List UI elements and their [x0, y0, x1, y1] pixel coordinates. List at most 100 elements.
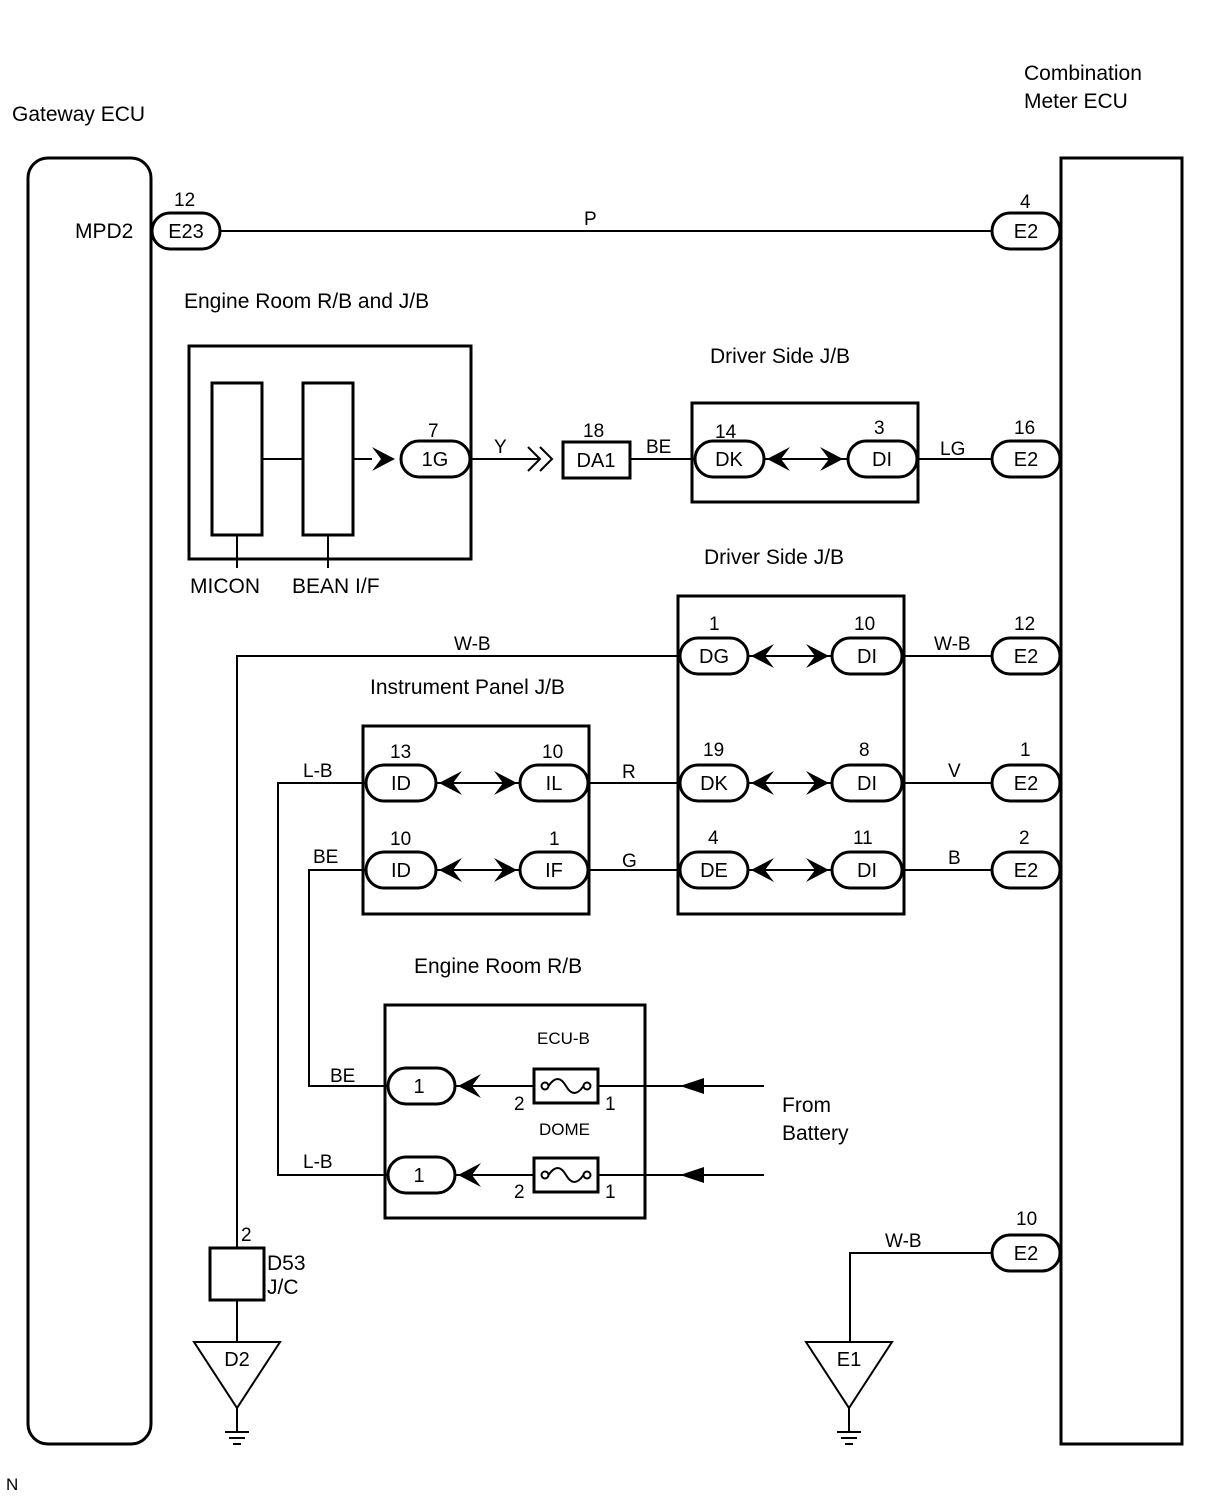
fuse-dome-terminal-right [582, 1170, 592, 1180]
connector-e2-p-pin: 4 [1020, 192, 1031, 213]
connector-1g [399, 439, 472, 479]
wire-be-rb [308, 869, 388, 1087]
wire-label-p: P [584, 209, 597, 230]
wire-label-r: R [622, 762, 636, 783]
ground-d2-triangle [192, 1341, 282, 1410]
connector-il-pin: 10 [542, 742, 563, 763]
wire-label-be-top: BE [646, 437, 671, 458]
connector-e2-b [990, 850, 1062, 890]
connector-e2-b-name: E2 [1014, 860, 1038, 882]
fuse-ecu-b-element [547, 1078, 585, 1094]
connector-il [518, 763, 590, 803]
combination-meter-label-line2: Meter ECU [1024, 90, 1128, 113]
connector-di-wb [830, 636, 904, 676]
connector-e23 [150, 211, 222, 251]
connector-di-top-name: DI [872, 449, 892, 471]
connector-e2-v [990, 763, 1062, 803]
arrow-il [494, 771, 517, 795]
from-battery-label-line1: From [782, 1094, 831, 1117]
arrow-id-1 [439, 771, 462, 795]
fuse-ecu-b [532, 1067, 600, 1105]
connector-e2-ground-pin: 10 [1016, 1209, 1037, 1230]
driver-side-jb-top-box [690, 401, 920, 504]
connector-arrows [372, 446, 843, 1187]
ground-d2 [192, 1341, 282, 1445]
connector-dk-top [693, 439, 766, 479]
connector-dk-mid-pin: 19 [703, 740, 724, 761]
connector-e2-lg [990, 439, 1062, 479]
driver-side-jb-label-main: Driver Side J/B [704, 546, 844, 569]
connector-di-b-name: DI [857, 860, 877, 882]
connector-dk-mid [678, 763, 750, 803]
connector-da1-pin: 18 [583, 421, 604, 442]
connector-e23-pin: 12 [174, 190, 195, 211]
connector-e2-wb-pin: 12 [1014, 614, 1035, 635]
wire-label-lg: LG [940, 439, 965, 460]
arrow-de [751, 858, 774, 882]
engine-room-rb-box [383, 1003, 647, 1220]
ground-d2-label: D2 [224, 1349, 250, 1371]
d53-label: D53 [267, 1252, 306, 1275]
connector-id-2 [364, 850, 438, 890]
fuse-ecu-b-body [532, 1067, 600, 1105]
micon-block [210, 381, 264, 537]
fuse-ecu-b-pin-left: 2 [514, 1094, 525, 1115]
connector-id-2-pin: 10 [390, 829, 411, 850]
wire-label-y: Y [494, 437, 507, 458]
wire-label-v: V [948, 761, 961, 782]
wire-wb-ground [849, 1252, 992, 1342]
micon-label: MICON [190, 575, 260, 598]
ground-e1 [804, 1341, 894, 1445]
instrument-panel-jb-label: Instrument Panel J/B [370, 676, 565, 699]
connector-id-2-name: ID [391, 860, 411, 882]
wire-label-be-mid: BE [313, 847, 338, 868]
wire-label-b: B [948, 848, 961, 869]
ground-e1-triangle [804, 1341, 894, 1410]
ecu-b-fuse-label: ECU-B [537, 1029, 590, 1048]
arrow-if [494, 858, 517, 882]
d53-pin: 2 [241, 1225, 252, 1246]
dome-fuse-label: DOME [539, 1120, 590, 1139]
wire-label-lb-top: L-B [303, 761, 333, 782]
fuse-dome-pin-left: 2 [514, 1182, 525, 1203]
connector-e2-p [990, 211, 1062, 251]
connector-il-name: IL [546, 773, 563, 795]
connector-di-v [830, 763, 904, 803]
connector-if-name: IF [545, 860, 563, 882]
connector-dk-mid-name: DK [700, 773, 728, 795]
fuse-dome-body [532, 1156, 600, 1194]
connector-dg-name: DG [699, 646, 729, 668]
wire-label-lb-bottom: L-B [303, 1152, 333, 1173]
arrow-battery-dome [680, 1167, 704, 1183]
connector-e2-ground-name: E2 [1014, 1243, 1038, 1265]
connector-dg [678, 636, 750, 676]
bean-if-block [301, 381, 355, 537]
wire-label-wb-left: W-B [454, 634, 491, 655]
arrow-di-wb [806, 644, 829, 668]
fuse-dome [532, 1156, 600, 1194]
engine-room-rb-jb-label: Engine Room R/B and J/B [184, 290, 429, 313]
connector-e2-lg-pin: 16 [1014, 418, 1035, 439]
arrow-di-v [806, 771, 829, 795]
fuse-ecu-b-pin-right: 1 [605, 1094, 616, 1115]
jc-label: J/C [267, 1276, 299, 1299]
arrow-id-2 [439, 858, 462, 882]
arrow-bean-1g [372, 447, 395, 471]
arrow-battery-ecu-b [680, 1078, 704, 1094]
driver-side-jb-label-top: Driver Side J/B [710, 345, 850, 368]
engine-room-rb-jb-box [187, 344, 473, 561]
ground-e1-label: E1 [837, 1349, 861, 1371]
gateway-ecu-box [26, 156, 153, 1446]
wire-wb-left [236, 655, 678, 1248]
connector-e2-v-pin: 1 [1020, 740, 1031, 761]
arrow-dg [751, 644, 774, 668]
connector-rb-1b-name: 1 [413, 1165, 424, 1187]
connector-e2-b-pin: 2 [1019, 828, 1030, 849]
arrow-di-b [806, 858, 829, 882]
corner-mark: N [6, 1475, 18, 1494]
connector-id-1 [364, 763, 438, 803]
arrow-di-top [820, 447, 843, 471]
wire-label-g: G [622, 851, 637, 872]
driver-side-jb-main-box [676, 594, 906, 916]
connector-e2-v-name: E2 [1014, 773, 1038, 795]
